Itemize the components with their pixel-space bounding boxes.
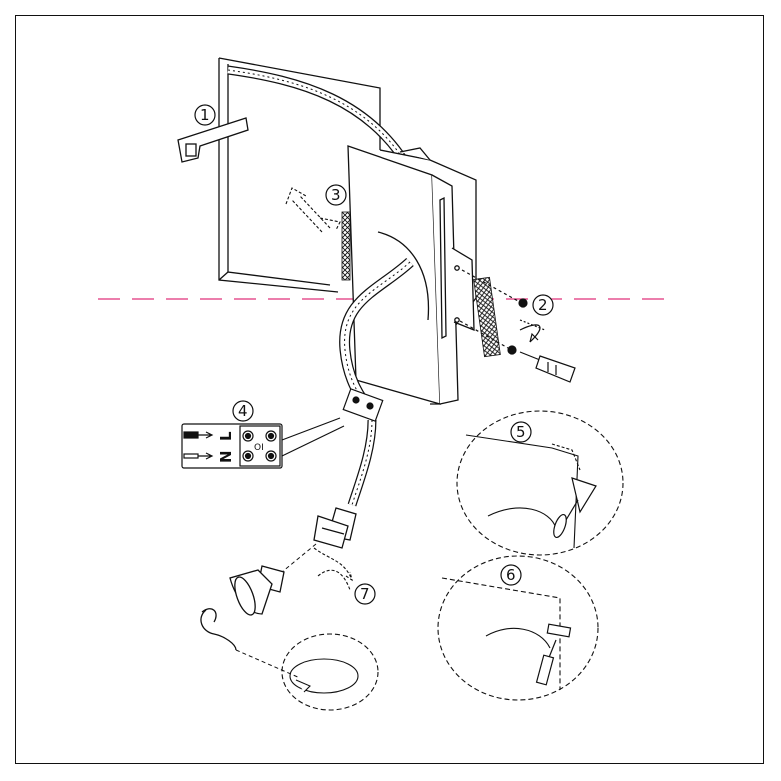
step-4-marker: 4	[232, 400, 254, 422]
terminal-block-icon	[181, 417, 345, 469]
mesh-strip-right	[473, 276, 501, 358]
clip-axis	[235, 649, 301, 679]
svg-text:2: 2	[538, 296, 548, 314]
braided-cable-top	[227, 65, 414, 173]
plaster-detail-balloon	[456, 410, 624, 556]
screwdriver-icon	[519, 351, 576, 383]
terminal-marker: OI	[254, 443, 264, 453]
svg-text:5: 5	[516, 423, 526, 441]
svg-text:3: 3	[331, 186, 341, 204]
svg-text:6: 6	[506, 566, 516, 584]
insert-arrow-icon	[285, 187, 341, 233]
step-5-marker: 5	[510, 421, 532, 443]
step-6-marker: 6	[500, 564, 522, 586]
live-terminal-label: L	[217, 431, 235, 441]
svg-text:4: 4	[238, 402, 248, 420]
step-7-marker: 7	[354, 583, 376, 605]
rotate-arrow-icon	[519, 319, 546, 343]
lamp-housing	[347, 145, 477, 405]
diagram-frame	[15, 15, 764, 764]
paint-detail-balloon	[437, 555, 599, 701]
saw-icon	[177, 117, 249, 163]
retaining-clip	[200, 608, 237, 651]
step-2-marker: 2	[532, 294, 554, 316]
bulb	[229, 565, 285, 616]
mesh-strip-left	[341, 211, 351, 281]
paint-roller-icon	[535, 623, 572, 686]
step-3-marker: 3	[325, 184, 347, 206]
plaster-trowel-icon	[553, 477, 597, 539]
rotate-arrow-icon-7	[313, 547, 353, 591]
svg-text:1: 1	[200, 106, 210, 124]
assembly-axis	[281, 543, 317, 573]
lamp-socket	[313, 507, 357, 549]
step-1-marker: 1	[194, 104, 216, 126]
terminal-connector	[342, 388, 384, 422]
screw-icon	[459, 269, 528, 355]
neutral-terminal-label: N	[217, 450, 235, 463]
svg-text:7: 7	[360, 585, 370, 603]
clip-detail-balloon	[281, 633, 379, 711]
